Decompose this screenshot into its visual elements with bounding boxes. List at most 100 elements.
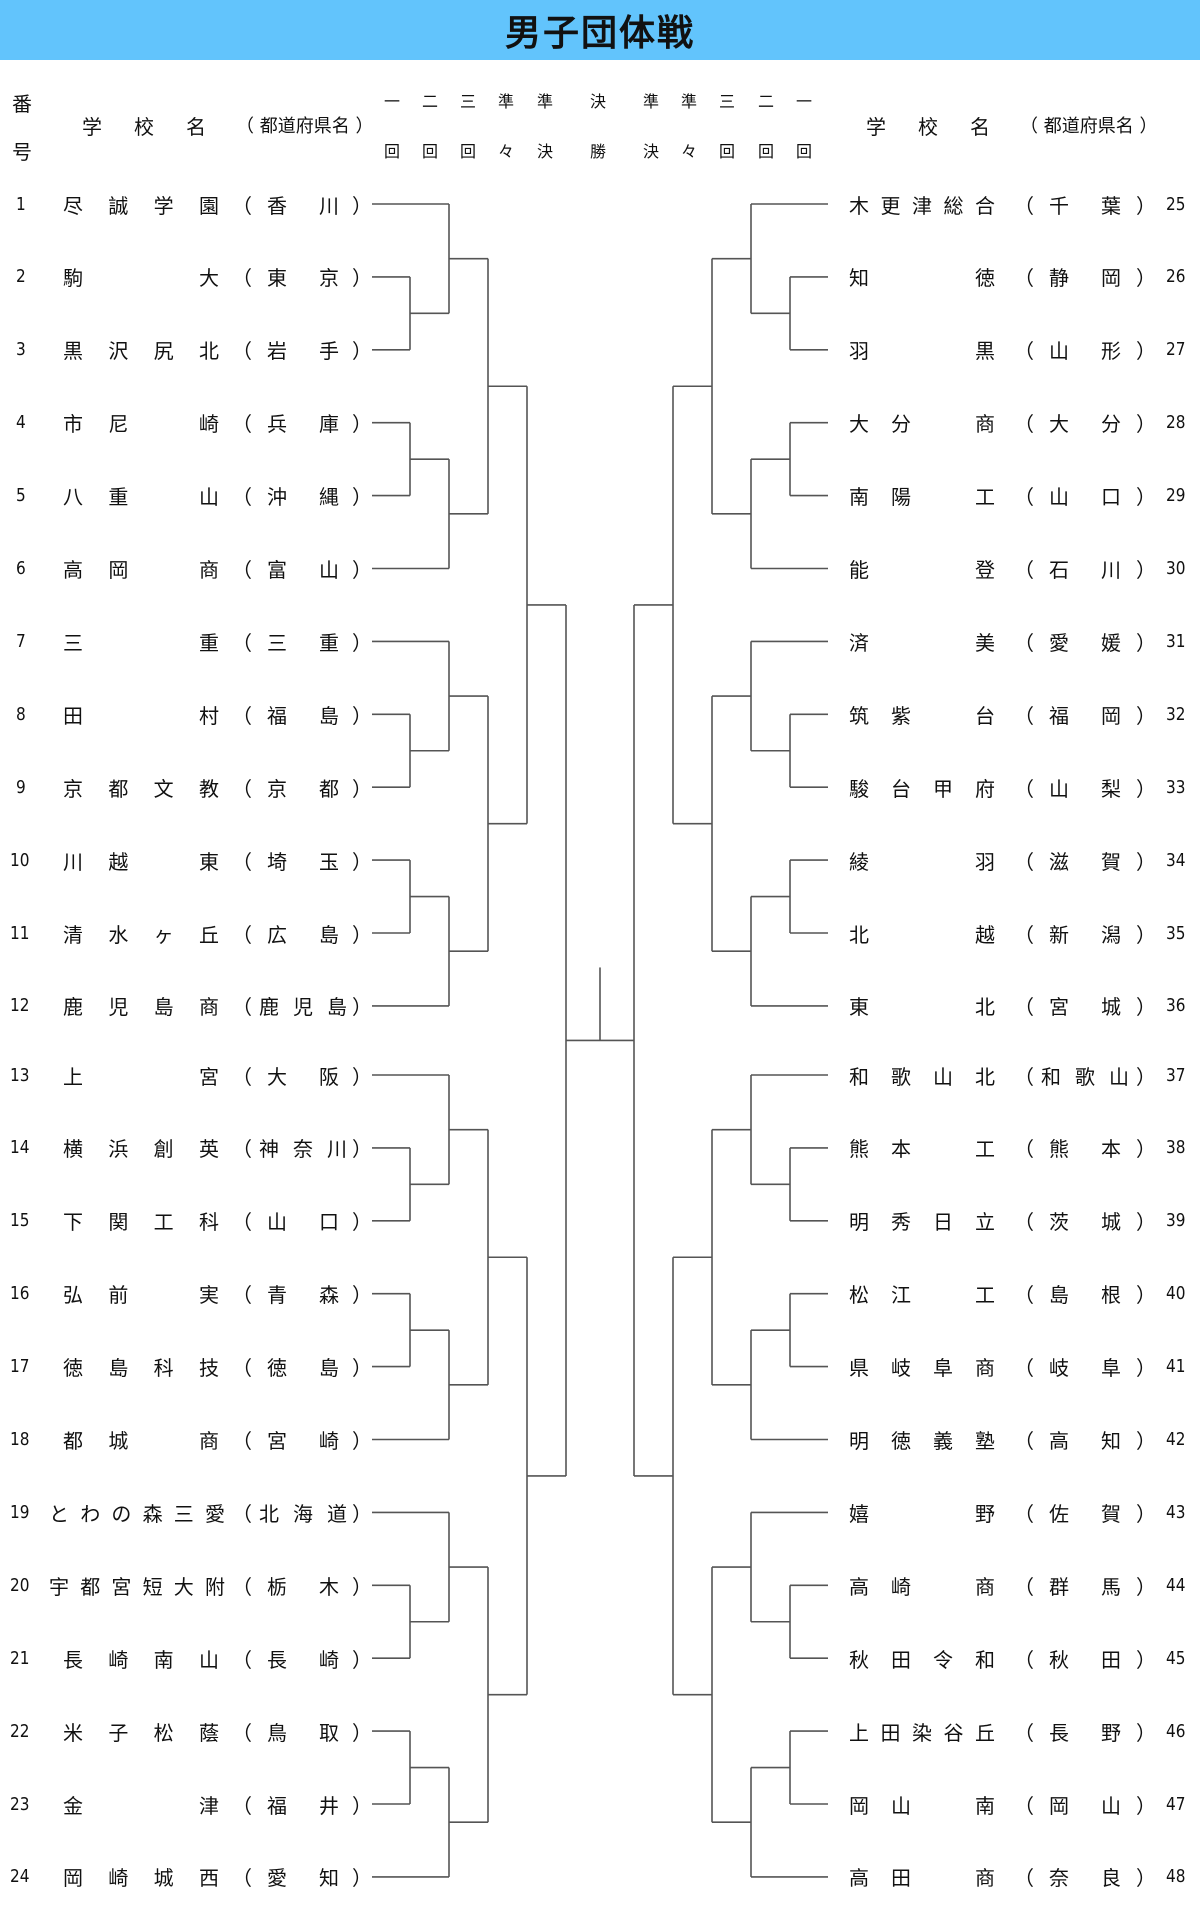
school-name: 尽誠学園 (62, 190, 220, 219)
prefecture-name-char: 崎 (319, 1429, 339, 1453)
school-name: 明秀日立 (848, 1206, 996, 1235)
left-round-header-4-bottom: 々 (497, 142, 514, 161)
school-name: 済美 (848, 627, 996, 656)
open-paren: （ (1014, 1793, 1034, 1818)
left-round-header-2-bottom: 回 (421, 142, 438, 161)
school-name-char: 創 (153, 1137, 174, 1162)
prefecture-name-char: 庫 (319, 412, 339, 437)
school-name-char: 宮 (198, 1064, 219, 1089)
prefecture-name: 大阪 (258, 1061, 348, 1090)
prefecture-name-char: 知 (319, 1866, 339, 1891)
right-round-header-3-bottom: 回 (718, 142, 735, 161)
team-number: 23 (10, 1793, 30, 1815)
school-name-char: 合 (975, 193, 995, 218)
close-paren: ） (1136, 995, 1156, 1020)
prefecture-name-char: 城 (1101, 995, 1121, 1020)
team-number: 8 (16, 703, 26, 725)
school-name: 鹿児島商 (62, 991, 220, 1020)
prefecture-name-char: 鹿 (259, 995, 279, 1020)
prefecture-name: 山口 (1040, 481, 1130, 510)
school-name: 都城商 (62, 1425, 220, 1454)
school-name-char: 北 (849, 922, 869, 947)
school-name-char: 徳 (63, 1356, 83, 1381)
school-name-char: 山 (933, 1064, 953, 1089)
prefecture-name-char: 佐 (1049, 1501, 1069, 1526)
team-number: 47 (1166, 1793, 1186, 1815)
prefecture-name: 沖縄 (258, 481, 348, 510)
school-name-char: 府 (975, 776, 995, 801)
school-name-char: 筑 (849, 703, 869, 728)
close-paren: ） (352, 1137, 372, 1162)
school-name: 宇都宮短大附 (48, 1571, 226, 1600)
prefecture-name-char: 北 (259, 1501, 279, 1526)
school-name-char: 愛 (204, 1501, 225, 1526)
left-round-header-1-bottom: 回 (383, 142, 400, 161)
school-name-char: 技 (198, 1356, 219, 1381)
prefecture-name-char: 海 (293, 1501, 313, 1526)
team-number: 1 (16, 193, 26, 215)
right-round-header-4-bottom: 回 (757, 142, 774, 161)
school-name-char: 岐 (891, 1356, 911, 1381)
school-name-char: 高 (849, 1866, 869, 1891)
prefecture-name-char: 口 (1101, 485, 1121, 510)
school-name-char: 沢 (108, 339, 129, 364)
prefecture-name-char: 石 (1049, 558, 1069, 582)
open-paren: （ (232, 776, 252, 801)
team-number: 22 (10, 1720, 30, 1742)
right-team-row: 高崎商（群馬）44 (828, 1570, 1200, 1600)
open-paren: （ (232, 1210, 252, 1235)
school-name-char: 西 (198, 1866, 219, 1891)
school-name-char: 学 (153, 193, 174, 218)
team-number: 46 (1166, 1720, 1186, 1742)
prefecture-name: 青森 (258, 1279, 348, 1308)
prefecture-name-char: 広 (267, 922, 287, 947)
school-name: 松江工 (848, 1279, 996, 1308)
close-paren: ） (352, 1647, 372, 1672)
close-paren: ） (1136, 1866, 1156, 1891)
open-paren: （ (1014, 703, 1034, 728)
prefecture-name-char: 野 (1101, 1720, 1121, 1745)
prefecture-name-char: 重 (319, 630, 339, 655)
right-round-header-3-top: 三 (718, 92, 735, 111)
school-name-char: 北 (975, 995, 995, 1020)
open-paren: （ (1014, 849, 1034, 874)
close-paren: ） (352, 630, 372, 655)
open-paren: （ (232, 1866, 252, 1891)
close-paren: ） (1136, 266, 1156, 291)
prefecture-name-char: 島 (319, 1356, 339, 1381)
school-name-char: 野 (975, 1501, 995, 1526)
open-paren: （ (1014, 1210, 1034, 1235)
school-name-char: 前 (108, 1283, 129, 1308)
school-name-char: 京 (63, 776, 83, 801)
school-name-char: 江 (891, 1283, 911, 1308)
prefecture-name-char: 島 (319, 703, 339, 728)
school-name-char: 県 (849, 1356, 869, 1381)
prefecture-name-char: 葉 (1101, 193, 1121, 218)
team-number: 4 (16, 412, 26, 434)
school-name-char: 総 (943, 193, 964, 218)
prefecture-label-right: （ 都道府県名 ） (1020, 116, 1158, 137)
school-name-char: 水 (108, 922, 129, 947)
school-name-char: 本 (891, 1137, 911, 1162)
team-number: 11 (10, 922, 30, 944)
open-paren: （ (1014, 339, 1034, 364)
school-name-char: 松 (153, 1720, 174, 1745)
school-name-char: 崎 (198, 412, 219, 437)
school-name-char: 横 (63, 1137, 83, 1162)
school-name-char: 岡 (849, 1793, 869, 1818)
prefecture-name-char: 川 (319, 193, 339, 218)
school-name-char: 子 (108, 1720, 129, 1745)
school-name-char: 園 (198, 193, 219, 218)
prefecture-name: 長崎 (258, 1644, 348, 1673)
school-name: 高崎商 (848, 1571, 996, 1600)
prefecture-name-char: 道 (327, 1501, 347, 1526)
school-name-char: 鹿 (63, 995, 83, 1020)
school-name-char: 羽 (975, 849, 995, 874)
open-paren: （ (232, 849, 252, 874)
school-name-char: 長 (63, 1647, 83, 1672)
right-round-header-2-bottom: 々 (680, 142, 697, 161)
prefecture-name-char: 福 (267, 1793, 287, 1818)
prefecture-name: 兵庫 (258, 408, 348, 437)
